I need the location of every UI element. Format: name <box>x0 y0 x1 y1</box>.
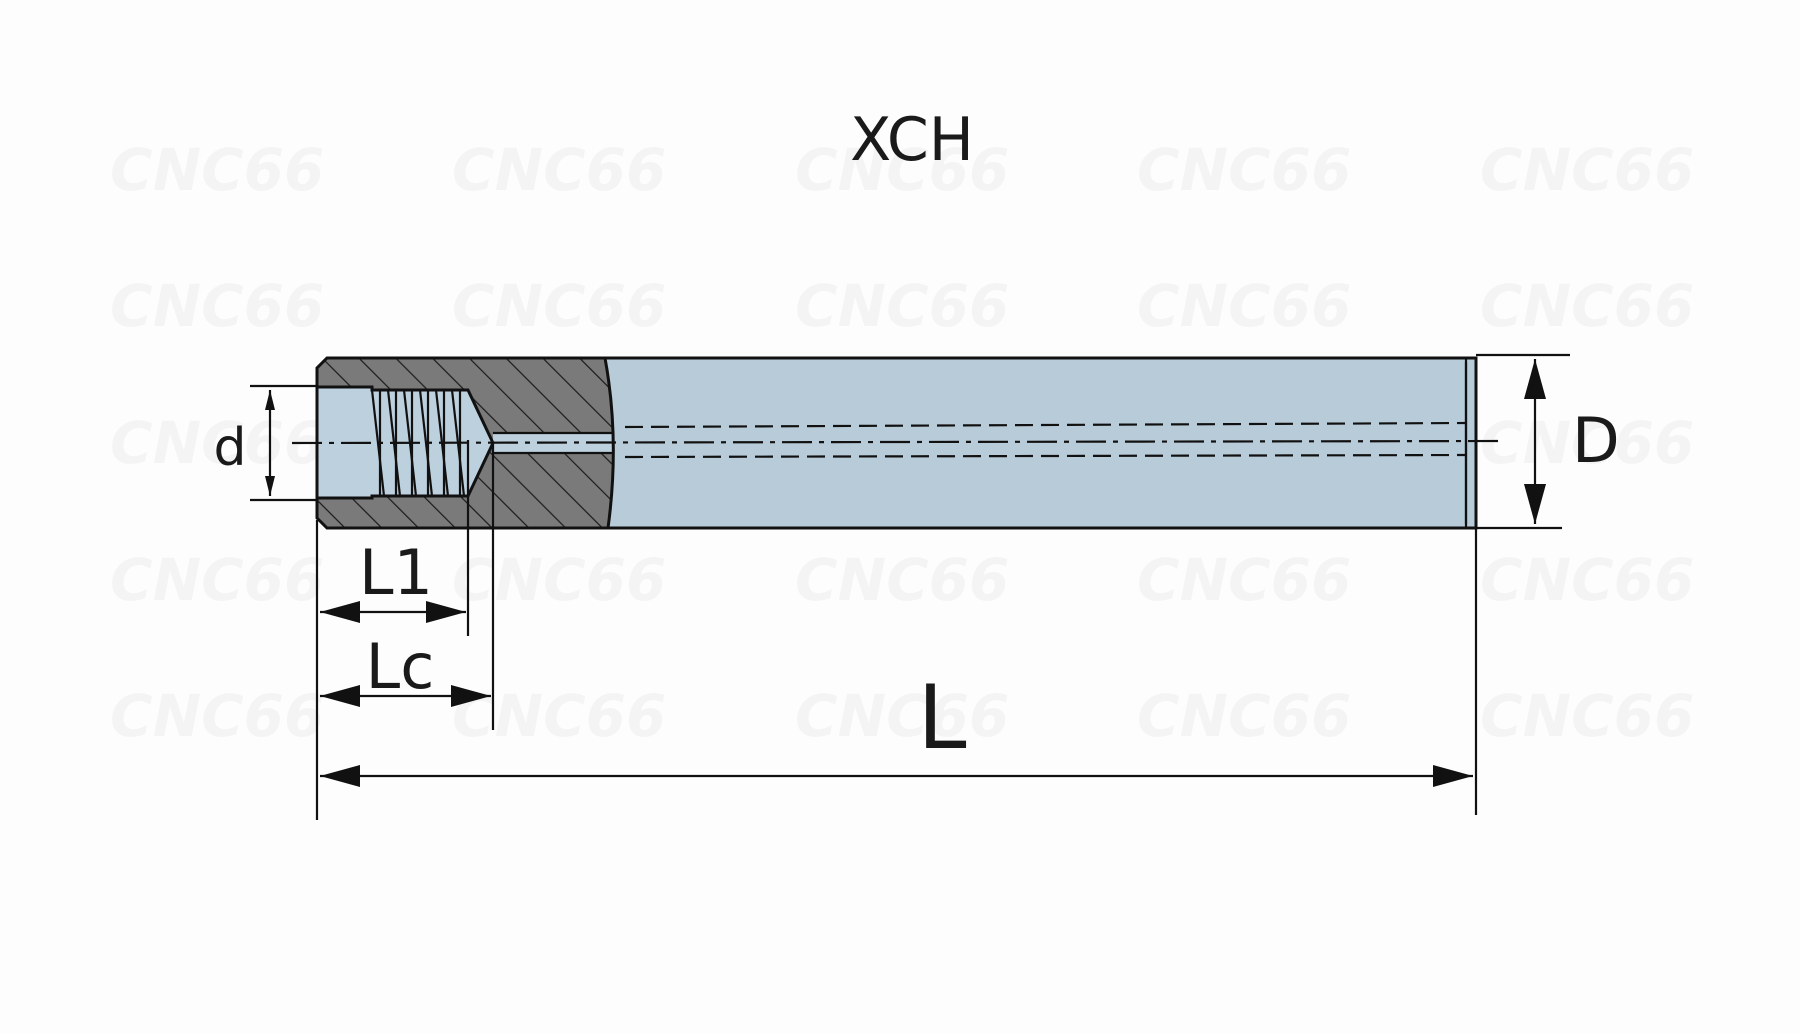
dimension-L: L <box>315 520 1478 820</box>
watermark: CNC66 <box>1480 272 1694 340</box>
watermark: CNC66 <box>110 272 324 340</box>
watermark: CNC66 <box>452 682 666 750</box>
dimension-d-label: d <box>213 418 246 478</box>
watermark: CNC66 <box>1137 136 1351 204</box>
hidden-line-upper <box>624 421 1467 429</box>
watermark: CNC66 <box>1480 546 1694 614</box>
watermark: CNC66 <box>452 546 666 614</box>
watermark: CNC66 <box>452 272 666 340</box>
dimension-Lc: Lc <box>320 443 495 730</box>
dimension-Lc-label: Lc <box>366 630 435 703</box>
watermark: CNC66 <box>1137 272 1351 340</box>
dimension-L-label: L <box>917 666 966 769</box>
watermark: CNC66 <box>1480 682 1694 750</box>
watermark: CNC66 <box>795 546 1009 614</box>
dimension-L1: L1 <box>320 440 470 636</box>
dimension-D-label: D <box>1572 404 1620 477</box>
hidden-line-lower <box>624 453 1467 459</box>
watermark: CNC66 <box>452 136 666 204</box>
dimension-L1-label: L1 <box>359 536 433 609</box>
watermark: CNC66 <box>1480 136 1694 204</box>
watermark: CNC66 <box>110 682 324 750</box>
dimension-d: d <box>213 384 318 502</box>
watermark: CNC66 <box>110 136 324 204</box>
channel-outline <box>493 431 612 455</box>
watermark: CNC66 <box>795 272 1009 340</box>
dimension-D: D <box>1476 353 1620 530</box>
thread-cavity <box>372 390 493 496</box>
watermark: CNC66 <box>1137 546 1351 614</box>
drawing-title: XCH <box>850 105 974 175</box>
watermark: CNC66 <box>795 682 1009 750</box>
center-line <box>291 439 1506 445</box>
watermark: CNC66 <box>1137 682 1351 750</box>
shank-body <box>605 358 1476 528</box>
outer-contour <box>315 356 1478 530</box>
watermark: CNC66 <box>110 546 324 614</box>
